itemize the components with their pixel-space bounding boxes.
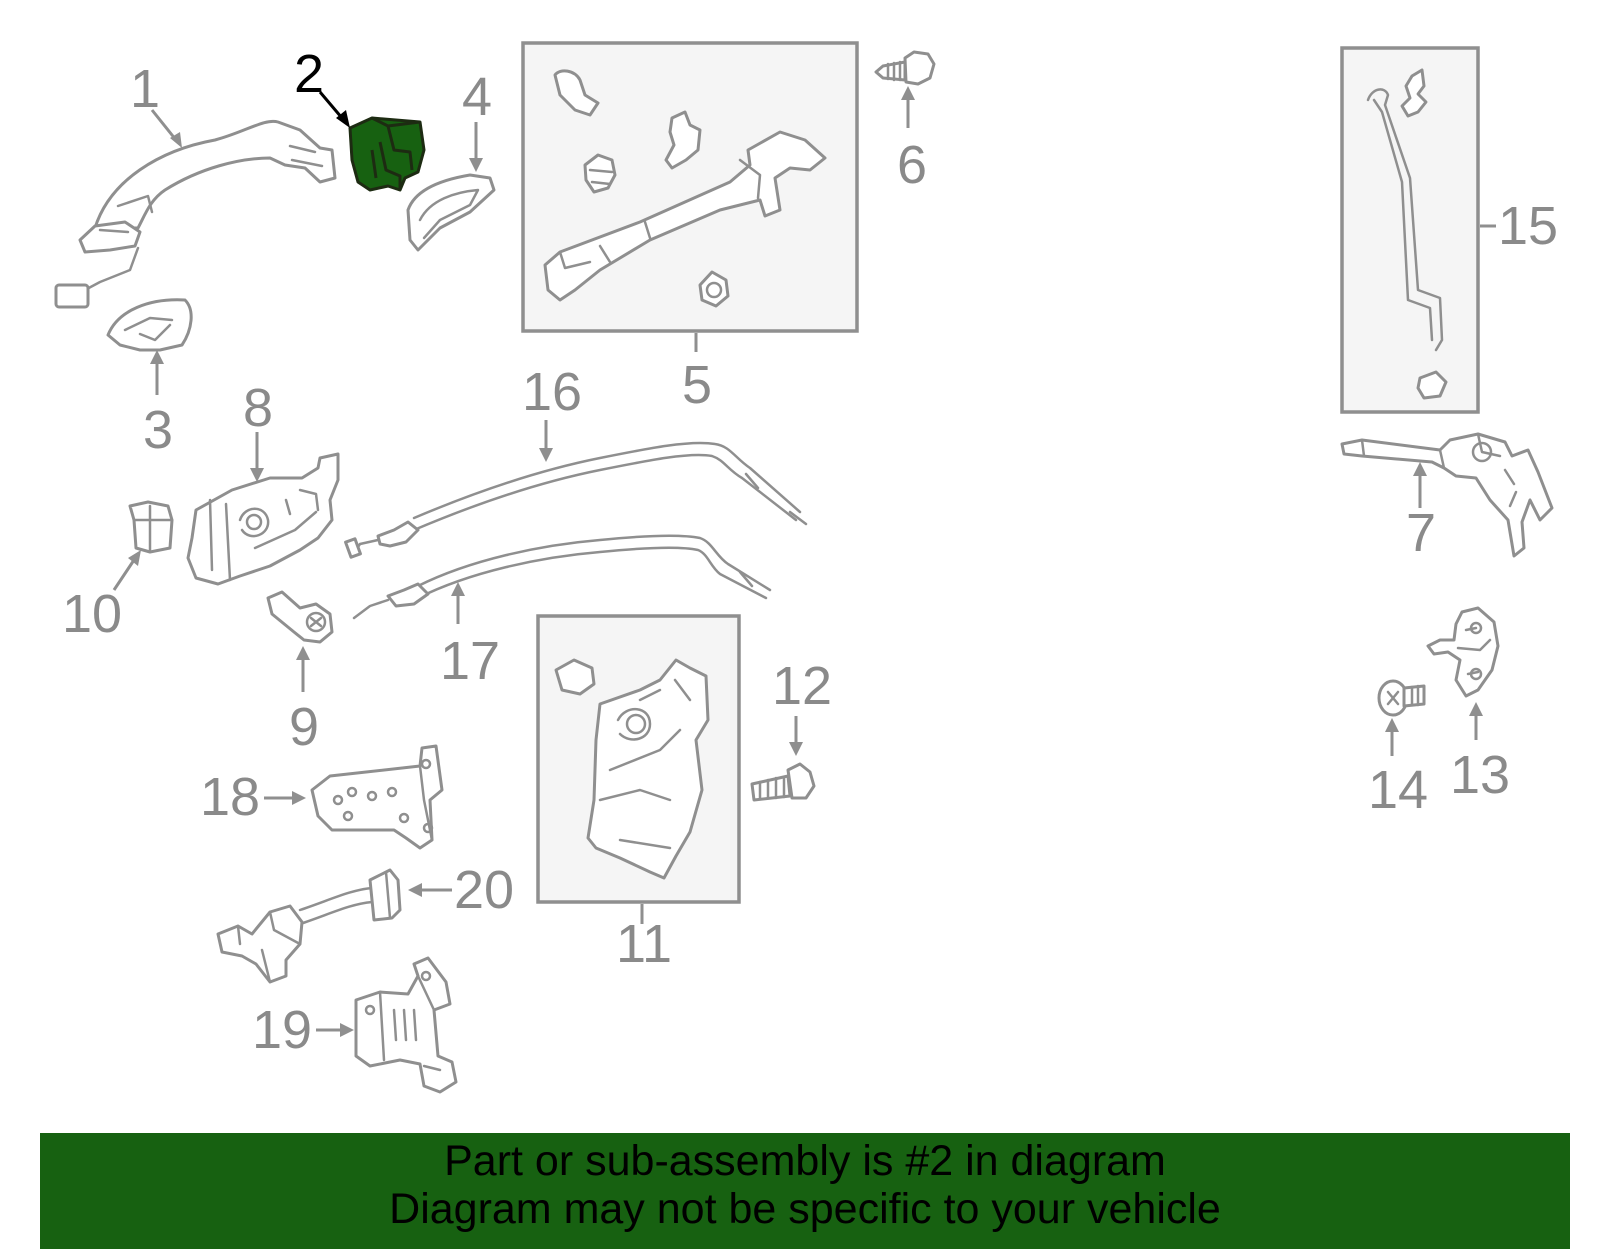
part-18-hinge-plate[interactable] [310,744,444,850]
callout-5: 5 [682,355,712,415]
leader-19 [316,1023,354,1037]
callout-9: 9 [289,697,319,757]
part-8-inner-handle-base[interactable] [186,452,340,586]
callout-4: 4 [462,67,492,127]
leader-7 [1413,462,1427,508]
part-4-handle-bezel[interactable] [406,173,496,252]
callout-14: 14 [1368,760,1428,820]
leader-17 [451,582,465,624]
info-banner: Part or sub-assembly is #2 in diagram Di… [40,1133,1570,1249]
leader-12 [789,716,803,756]
part-17-lower-cable[interactable] [352,534,772,620]
part-9-bushing[interactable] [266,590,334,644]
part-16-upper-cable[interactable] [344,441,808,559]
leader-13 [1469,702,1483,740]
banner-line-2: Diagram may not be specific to your vehi… [389,1185,1221,1233]
part-6-bolt[interactable] [874,50,936,86]
part-14-screw[interactable] [1377,679,1426,717]
callout-2: 2 [294,44,324,104]
callout-7: 7 [1406,503,1436,563]
leader-4 [469,122,483,172]
part-7-lock-cylinder[interactable] [1340,432,1554,558]
callout-11: 11 [616,914,672,974]
callout-15: 15 [1498,196,1558,256]
callout-16: 16 [522,362,582,422]
callout-6: 6 [897,135,927,195]
leader-9 [296,646,310,692]
part-5-inner-frame[interactable] [543,69,827,308]
leader-20 [408,883,452,897]
part-13-striker[interactable] [1426,606,1500,698]
part-1-outer-handle[interactable] [54,119,337,309]
part-11-latch-assembly[interactable] [554,658,710,880]
leader-2 [318,91,350,128]
banner-line-1: Part or sub-assembly is #2 in diagram [444,1137,1166,1185]
leader-16 [539,420,553,462]
callout-10: 10 [62,584,122,644]
part-15-lock-rod[interactable] [1366,68,1448,400]
callout-1: 1 [130,59,160,119]
callout-3: 3 [143,400,173,460]
leader-1 [150,109,182,148]
part-20-door-checker[interactable] [216,868,402,984]
leader-10 [112,550,141,591]
leader-6 [901,86,915,128]
callout-18: 18 [200,767,260,827]
leader-3 [150,350,164,395]
part-2-handle-cap[interactable] [348,116,426,192]
leader-18 [264,791,306,805]
leader-14 [1385,718,1399,756]
part-19-hinge[interactable] [354,956,458,1094]
part-3-handle-base[interactable] [106,298,193,352]
leader-8 [250,432,264,482]
callout-19: 19 [252,1000,312,1060]
part-10-clip[interactable] [128,500,174,554]
callout-20: 20 [454,860,514,920]
callout-13: 13 [1450,745,1510,805]
callout-17: 17 [440,631,500,691]
callout-12: 12 [772,656,832,716]
part-12-screw[interactable] [750,762,816,802]
callout-8: 8 [243,378,273,438]
